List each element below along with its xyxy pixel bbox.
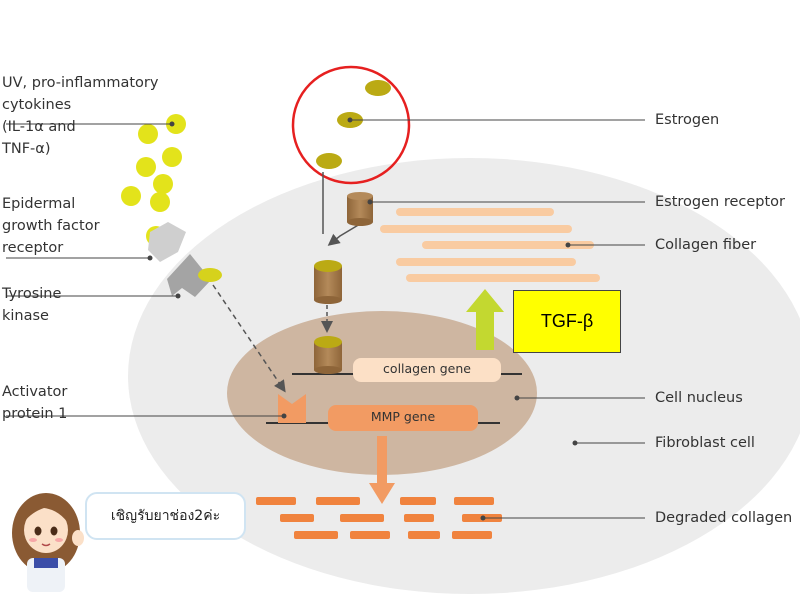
girl-blush-left (29, 538, 37, 542)
leader-endpoint-dot (572, 440, 578, 446)
degraded-fragment (408, 531, 440, 539)
leader-endpoint-dot (169, 121, 175, 127)
cytoplasm-receptor-complex (314, 260, 342, 304)
degraded-fragment (316, 497, 360, 505)
collagen-fibers (380, 208, 600, 282)
receptor-cylinder-bottom (347, 218, 373, 226)
degraded-collagen-label: Degraded collagen (655, 510, 793, 526)
degraded-fragment (350, 531, 390, 539)
leader-endpoint-dot (281, 413, 287, 419)
uv-cytokines-label: UV, pro-inflammatory cytokines (IL-1α an… (2, 75, 159, 157)
degraded-fragment (454, 497, 494, 505)
estrogen-highlight-circle (291, 65, 411, 185)
girl-hand (72, 530, 84, 546)
girl-eye-right (50, 526, 58, 536)
estrogen-receptor-label: Estrogen receptor (655, 194, 786, 210)
tgf-up-arrow (466, 289, 504, 350)
leader-endpoint-dot (514, 395, 520, 401)
leader-endpoint-dot (367, 199, 373, 205)
mmp-gene-label: MMP gene (370, 409, 436, 424)
tyrosine-to-ap1-arrow (212, 284, 286, 393)
leader-lines (6, 119, 645, 519)
cytokine-dot (136, 157, 156, 177)
receptor-estrogen-cap (314, 336, 342, 348)
cartoon-girl-illustration (12, 493, 84, 592)
receptor-cylinder-bottom (314, 366, 342, 374)
cytokine-dot (162, 147, 182, 167)
receptor-cylinder-bottom (314, 296, 342, 304)
degraded-fragment (404, 514, 434, 522)
leader-endpoint-dot (175, 293, 181, 299)
degraded-fragment (280, 514, 314, 522)
cell-nucleus-label: Cell nucleus (655, 390, 743, 406)
cytokine-dot (121, 186, 141, 206)
egfr-shape (148, 222, 186, 262)
tgf-beta-box: TGF-β (513, 290, 621, 353)
degraded-fragment (452, 531, 492, 539)
tgf-beta-label: TGF-β (540, 311, 594, 331)
leader-endpoint-dot (565, 242, 571, 248)
cytokine-dot (166, 114, 186, 134)
girl-eye-left (34, 526, 42, 536)
leader-endpoint-dot (147, 255, 153, 261)
collagen-gene-label: collagen gene (383, 361, 471, 376)
tyrosine-bound-ligand (198, 268, 222, 282)
estrogen-molecule (365, 80, 391, 96)
girl-collar (34, 558, 58, 568)
speech-bubble-text: เชิญรับยาช่อง2ค่ะ (110, 508, 221, 524)
egfr-label: Epidermal growth factor receptor (2, 196, 100, 256)
membrane-estrogen-receptor (347, 192, 373, 226)
nuclear-receptor-complex (314, 336, 342, 374)
mmp-gene-shape (328, 405, 478, 431)
leader-endpoint-dot (480, 515, 486, 521)
cytokine-dot (138, 124, 158, 144)
girl-hair-front (24, 495, 71, 526)
receptor-path-line (327, 223, 361, 246)
degraded-fragment (256, 497, 296, 505)
tyrosine-kinase-shape (167, 254, 211, 297)
activator-protein-label: Activator protein 1 (2, 384, 68, 422)
speech-bubble: เชิญรับยาช่อง2ค่ะ (85, 492, 246, 540)
degraded-collagen-dashes (256, 497, 502, 539)
girl-mouth (41, 543, 51, 547)
cytokine-dot (153, 174, 173, 194)
collagen-gene-shape (353, 358, 501, 382)
leader-endpoints (147, 117, 578, 521)
cytokine-dot (150, 192, 170, 212)
degraded-fragment (400, 497, 436, 505)
receptor-cylinder-top (347, 192, 373, 200)
leader-endpoint-dot (347, 117, 353, 123)
fibroblast-cell-label: Fibroblast cell (655, 435, 755, 451)
receptor-estrogen-cap (314, 260, 342, 272)
degraded-fragment (294, 531, 338, 539)
girl-blush-right (55, 538, 63, 542)
tyrosine-kinase-label: Tyrosine kinase (2, 286, 62, 324)
collagen-fiber-label: Collagen fiber (655, 237, 757, 253)
cell-nucleus (227, 311, 537, 475)
estrogen-label: Estrogen (655, 112, 720, 128)
estrogen-molecule (316, 153, 342, 169)
mmp-down-arrow (369, 436, 395, 504)
degraded-fragment (340, 514, 384, 522)
